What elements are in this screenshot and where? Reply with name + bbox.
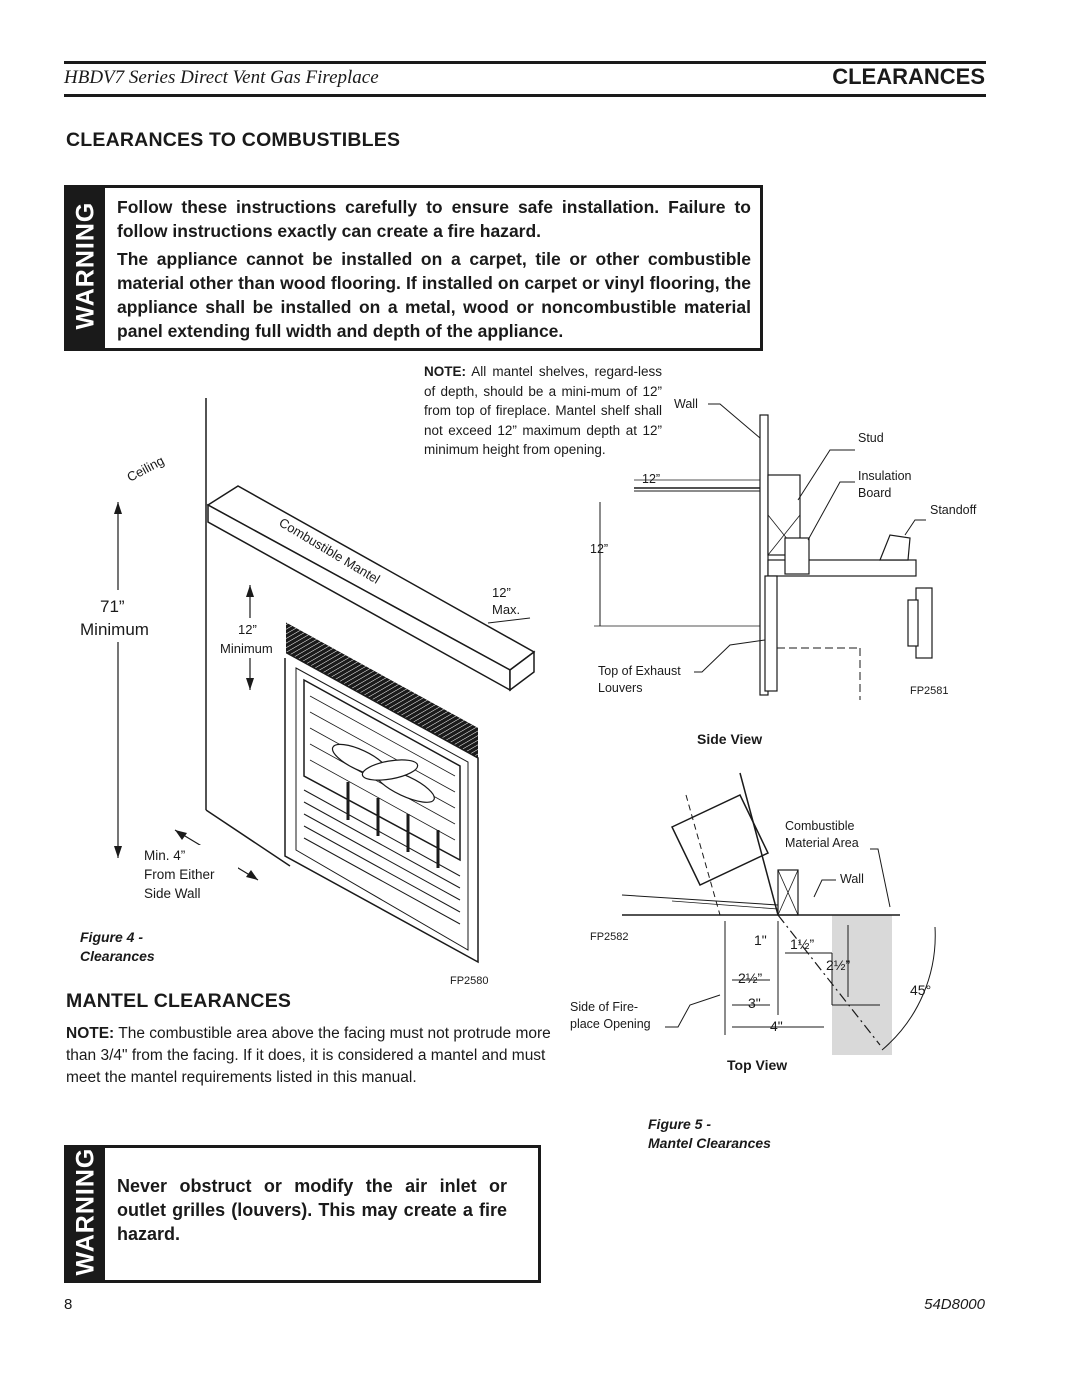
note-body-2: The combustible area above the facing mu… <box>66 1025 551 1086</box>
section-title: CLEARANCES <box>832 64 985 89</box>
header-rule-top <box>64 61 986 64</box>
warning-box-1: WARNING Follow these instructions carefu… <box>64 185 763 351</box>
figure-5-caption: Figure 5 - Mantel Clearances <box>648 1115 771 1153</box>
from-either-label: From Either <box>144 867 215 882</box>
exhaust-label-1: Top of Exhaust <box>598 664 681 678</box>
standoff-label: Standoff <box>930 503 977 517</box>
combustible-label-1: Combustible <box>785 819 855 833</box>
side-wall-label: Wall <box>674 397 698 411</box>
angle-45: 45° <box>910 982 931 998</box>
figure-5-caption-line-2: Mantel Clearances <box>648 1135 771 1151</box>
figure-4-caption-line-1: Figure 4 - <box>80 929 144 945</box>
ceiling-label: Ceiling <box>124 453 166 485</box>
insulation-label-1: Insulation <box>858 469 912 483</box>
side-wall-label: Side Wall <box>144 886 201 901</box>
top-wall-label: Wall <box>840 872 864 886</box>
dim-3: 3" <box>748 995 761 1011</box>
warning-text: Follow these instructions carefully to e… <box>117 195 751 347</box>
mantel-shelf-note: NOTE: All mantel shelves, regard-less of… <box>424 362 662 460</box>
warning-text-2: Never obstruct or modify the air inlet o… <box>117 1176 507 1244</box>
warning-box-2: WARNING Never obstruct or modify the air… <box>64 1145 541 1283</box>
warning-label-2: WARNING <box>71 1147 100 1276</box>
note-label: NOTE: <box>424 364 466 379</box>
side-view-title: Side View <box>697 731 763 747</box>
warning-paragraph-1: Follow these instructions carefully to e… <box>117 197 751 241</box>
dim-71-value: 71” <box>100 597 125 616</box>
dim-12-max-label: Max. <box>492 602 520 617</box>
exhaust-label-2: Louvers <box>598 681 642 695</box>
dim-4: 4" <box>770 1018 783 1034</box>
side-fire-label-1: Side of Fire- <box>570 1000 638 1014</box>
warning-sidebar: WARNING <box>67 188 105 348</box>
dim-2-5b: 2½” <box>826 957 850 973</box>
note-body: All mantel shelves, regard-less of depth… <box>424 364 662 457</box>
figure-5-caption-line-1: Figure 5 - <box>648 1116 712 1132</box>
insulation-label-2: Board <box>858 486 891 500</box>
header-rule-bottom <box>64 94 986 97</box>
side-dim-12-side: 12” <box>590 542 608 556</box>
side-view-code: FP2581 <box>910 685 949 697</box>
warning-label: WARNING <box>71 201 100 330</box>
dim-2-5a: 2½” <box>738 970 762 986</box>
dim-12-min-label: Minimum <box>220 641 273 656</box>
stud-label: Stud <box>858 431 884 445</box>
side-view-drawing: 12” 12” Wall Stud Insulation Board Stand… <box>590 397 977 700</box>
combustible-label-2: Material Area <box>785 836 859 850</box>
dim-1-5: 1½” <box>790 936 814 952</box>
top-view-code: FP2582 <box>590 931 629 943</box>
document-title: HBDV7 Series Direct Vent Gas Fireplace <box>64 67 379 88</box>
dim-1: 1" <box>754 932 767 948</box>
page-number: 8 <box>64 1296 73 1313</box>
figure-4-caption-line-2: Clearances <box>80 948 155 964</box>
figure-4-clearances-drawing: Ceiling Combustible Mantel <box>70 398 536 987</box>
figure-4-caption: Figure 4 - Clearances <box>80 928 155 966</box>
warning-sidebar-2: WARNING <box>67 1148 105 1280</box>
dim-12-max-value: 12” <box>492 585 511 600</box>
mantel-clearance-note: NOTE: The combustible area above the fac… <box>66 1023 552 1089</box>
figure-4-code: FP2580 <box>450 975 489 987</box>
document-number: 54D8000 <box>924 1296 985 1313</box>
dim-12-min-value: 12” <box>238 622 257 637</box>
warning-paragraph-2: The appliance cannot be installed on a c… <box>117 249 751 341</box>
note-label-2: NOTE: <box>66 1025 115 1042</box>
side-dim-12-top: 12” <box>642 472 660 486</box>
heading-mantel-clearances: MANTEL CLEARANCES <box>66 990 292 1012</box>
side-fire-label-2: place Opening <box>570 1017 651 1031</box>
dim-71-label: Minimum <box>80 620 149 639</box>
top-view-title: Top View <box>727 1057 788 1073</box>
top-view-drawing: Combustible Material Area Wall FP2582 1"… <box>570 772 936 1055</box>
min-4-label: Min. 4” <box>144 848 185 863</box>
heading-clearances-to-combustibles: CLEARANCES TO COMBUSTIBLES <box>66 129 401 151</box>
